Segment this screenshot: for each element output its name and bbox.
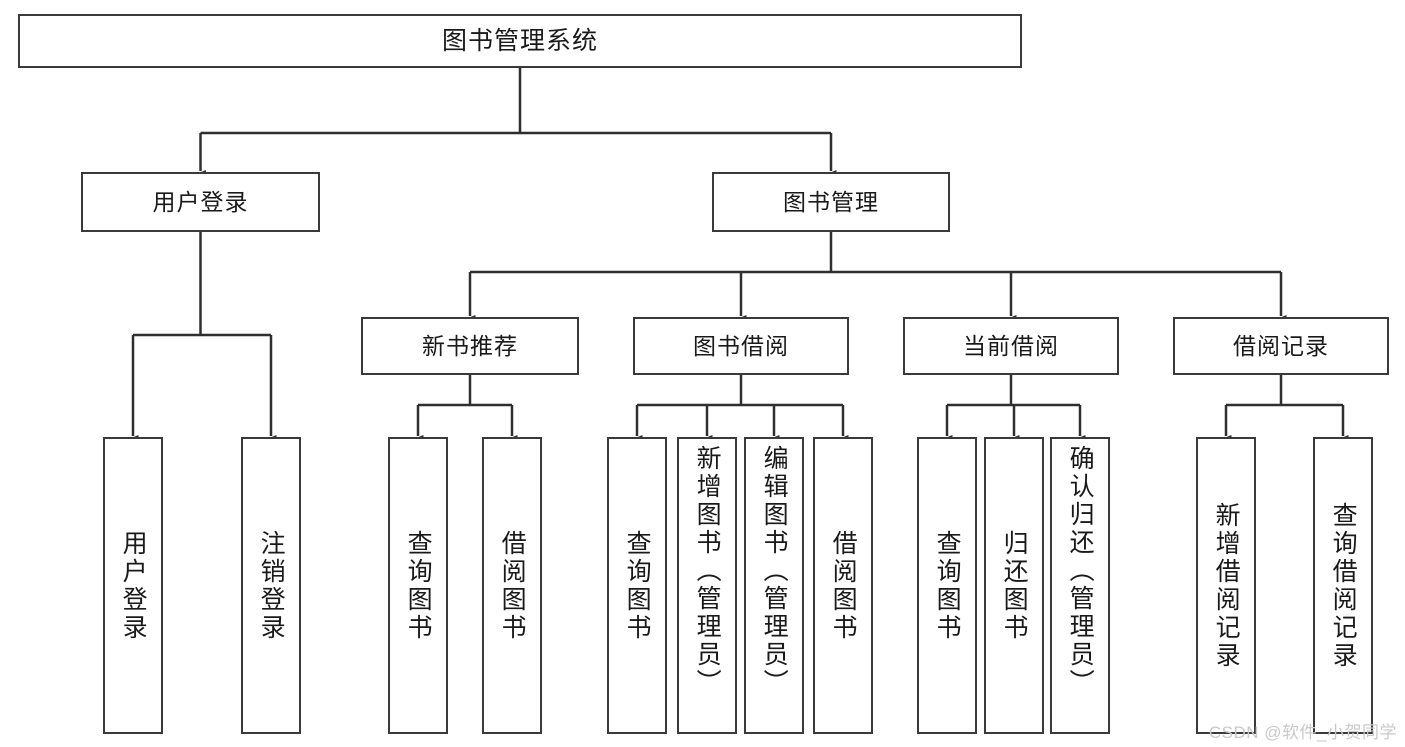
watermark: CSDN @软件_小贺同学 [1208,723,1397,742]
node-leaf-nb-query[interactable]: 查询图书 [388,437,448,734]
node-label: 当前借阅 [963,332,1059,359]
edge-group [127,68,1349,444]
node-label: 图书管理 [783,188,879,215]
node-leaf-login[interactable]: 用户登录 [103,437,163,734]
node-label: 借阅图书 [498,529,527,642]
node-newbook[interactable]: 新书推荐 [361,317,579,375]
node-label: 图书借阅 [693,332,789,359]
node-label: 确认归还（管理员） [1066,445,1095,697]
node-root[interactable]: 图书管理系统 [18,14,1022,68]
node-leaf-cu-return[interactable]: 归还图书 [984,437,1044,734]
node-leaf-re-add[interactable]: 新增借阅记录 [1196,437,1256,734]
node-label: 查询图书 [404,529,433,642]
node-leaf-bo-query[interactable]: 查询图书 [607,437,667,734]
node-leaf-nb-borrow[interactable]: 借阅图书 [482,437,542,734]
node-records[interactable]: 借阅记录 [1173,317,1389,375]
node-leaf-cu-confirm[interactable]: 确认归还（管理员） [1050,437,1110,734]
node-label: 注销登录 [257,529,286,642]
node-label: 借阅记录 [1233,332,1329,359]
node-label: 查询图书 [623,529,652,642]
node-leaf-bo-add[interactable]: 新增图书（管理员） [677,437,737,734]
node-label: 查询借阅记录 [1329,501,1358,670]
node-label: 新增借阅记录 [1212,501,1241,670]
node-current[interactable]: 当前借阅 [903,317,1119,375]
node-bookmgmt[interactable]: 图书管理 [712,172,950,232]
node-leaf-cu-query[interactable]: 查询图书 [917,437,977,734]
node-leaf-re-query[interactable]: 查询借阅记录 [1313,437,1373,734]
node-leaf-bo-lend[interactable]: 借阅图书 [813,437,873,734]
node-borrow[interactable]: 图书借阅 [633,317,849,375]
node-label: 归还图书 [1000,529,1029,642]
node-label: 图书管理系统 [441,26,598,55]
node-label: 新增图书（管理员） [693,445,722,697]
node-label: 用户登录 [152,188,249,215]
node-label: 新书推荐 [422,332,518,359]
node-login[interactable]: 用户登录 [81,172,320,232]
node-label: 查询图书 [933,529,962,642]
node-label: 编辑图书（管理员） [760,445,789,697]
node-label: 借阅图书 [829,529,858,642]
node-leaf-logout[interactable]: 注销登录 [241,437,301,734]
node-leaf-bo-edit[interactable]: 编辑图书（管理员） [744,437,804,734]
node-label: 用户登录 [119,529,148,642]
